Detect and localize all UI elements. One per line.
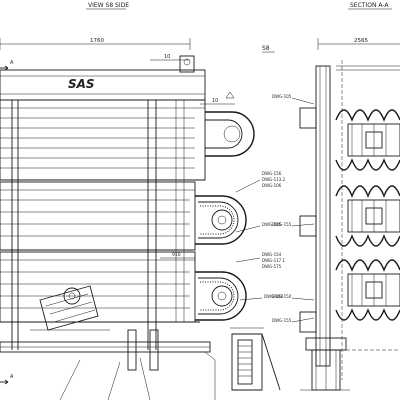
section-reel-lower: [335, 259, 400, 321]
section-reel-middle: [335, 185, 400, 247]
svg-text:DWG-113.2: DWG-113.2: [262, 177, 285, 182]
side-posts: [11, 100, 185, 350]
svg-text:DWG-106: DWG-106: [262, 183, 282, 188]
section-marker-bottom: A: [0, 374, 14, 385]
lifting-beam: SAS: [0, 55, 206, 101]
leader-lines-bottom: [59, 357, 151, 401]
svg-text:10: 10: [164, 54, 170, 60]
right-view-title: SECTION A-A: [350, 2, 389, 9]
callout-group-3: DWG-154 DWG-117.1 DWG-175: [235, 252, 285, 269]
svg-text:DWG-105: DWG-105: [272, 94, 292, 99]
section-base: [300, 337, 400, 391]
svg-text:DWG-154: DWG-154: [262, 252, 282, 257]
svg-text:DWG-150: DWG-150: [272, 294, 292, 299]
section-marker-top: A: [0, 60, 14, 71]
svg-text:DWG-175: DWG-175: [262, 264, 282, 269]
svg-text:DWG-150: DWG-150: [264, 294, 284, 299]
left-view-title: VIEW S8 SIDE: [88, 2, 129, 9]
tilted-reel-detail: [30, 285, 110, 331]
side-base: [0, 329, 216, 400]
label-s8: S8: [262, 45, 270, 52]
svg-text:A: A: [10, 60, 14, 66]
svg-text:DWG-155: DWG-155: [272, 222, 292, 227]
svg-text:DWG-156: DWG-156: [262, 171, 282, 176]
svg-text:A: A: [10, 374, 14, 380]
lower-stack: 910: [0, 251, 247, 323]
svg-text:910: 910: [172, 252, 181, 258]
section-reel-top: [335, 109, 400, 171]
callout-group-4: DWG-150: [239, 294, 284, 301]
svg-text:DWG-155: DWG-155: [272, 318, 292, 323]
dimension-top-left: 1760 10 10: [0, 38, 235, 105]
section-frame: [299, 60, 400, 380]
callout-group-1: DWG-156 DWG-113.2 DWG-106: [235, 171, 285, 193]
sas-logo: SAS: [68, 77, 95, 91]
base-jack-detail: [230, 327, 281, 391]
upper-stack: [0, 99, 255, 181]
svg-text:2565: 2565: [354, 38, 368, 44]
dimension-top-right: 2565 S8: [262, 38, 400, 53]
svg-text:1760: 1760: [90, 38, 104, 44]
middle-stack: [0, 181, 247, 251]
svg-text:DWG-117.1: DWG-117.1: [262, 258, 285, 263]
callout-group-2: DWG-155: [235, 222, 282, 233]
right-callouts: DWG-105 DWG-155 DWG-155 DWG-150: [272, 94, 315, 323]
svg-text:DWG-155: DWG-155: [262, 222, 282, 227]
svg-text:10: 10: [212, 98, 218, 104]
